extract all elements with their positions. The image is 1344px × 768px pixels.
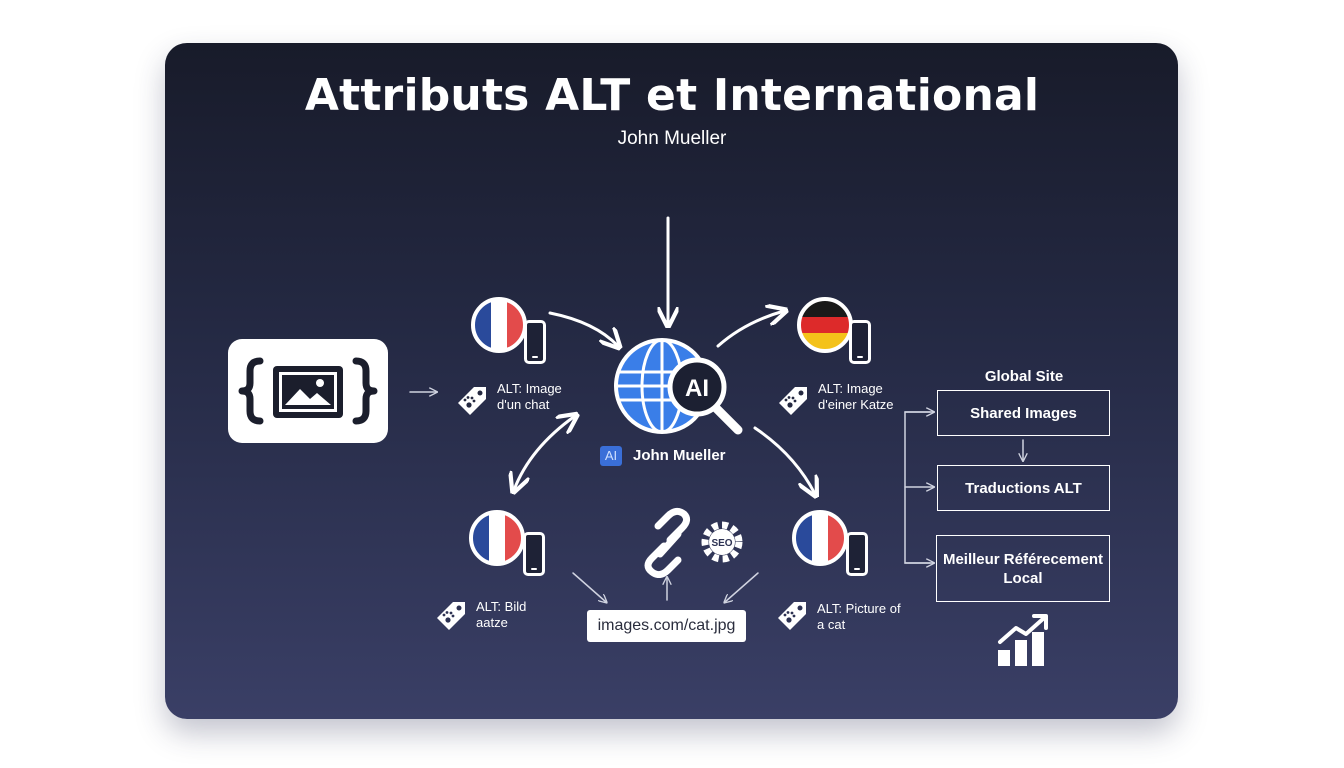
arrow-globe-to-de <box>716 311 784 348</box>
arrow-globe-bottom-left <box>514 416 575 490</box>
alt-text-german-2: ALT: Bild aatze <box>476 599 527 630</box>
ai-badge: AI <box>600 446 622 466</box>
tag-icon <box>437 602 465 630</box>
alt-text-french: ALT: Image d'un chat <box>497 381 562 412</box>
phone-icon <box>849 320 871 364</box>
ai-label: AI <box>685 375 709 402</box>
phone-icon <box>846 532 868 576</box>
arrow-br-to-url <box>725 572 759 602</box>
arrow-globe-bottom-right <box>753 426 815 494</box>
germany-flag-icon <box>797 297 853 353</box>
phone-icon <box>523 532 545 576</box>
link-seo-icon: SEO <box>644 507 743 578</box>
phone-icon <box>524 320 546 364</box>
image-url-box: images.com/cat.jpg <box>587 610 746 642</box>
code-image-card <box>228 339 388 443</box>
arrow-fr-to-globe <box>548 311 618 346</box>
arrow-bl-to-url <box>572 572 606 602</box>
code-image-icon <box>238 357 378 425</box>
growth-chart-icon <box>998 614 1048 666</box>
alt-text-english: ALT: Picture of a cat <box>817 601 901 632</box>
local-seo-box: Meilleur Référecement Local <box>936 535 1110 602</box>
france-flag-icon <box>792 510 848 566</box>
diagram-subtitle: John Mueller <box>617 128 727 149</box>
shared-images-box: Shared Images <box>937 390 1110 436</box>
tag-icon <box>458 387 486 415</box>
tag-icon <box>779 387 807 415</box>
france-flag-icon <box>471 297 527 353</box>
diagram-title: Attributs ALT et International <box>304 70 1040 121</box>
traductions-alt-box: Traductions ALT <box>937 465 1110 511</box>
france-flag-icon <box>469 510 525 566</box>
tag-icon <box>778 602 806 630</box>
alt-text-german: ALT: Image d'einer Katze <box>818 381 894 412</box>
center-author-name: John Mueller <box>633 447 726 464</box>
globe-ai-icon: AI <box>614 338 743 435</box>
global-site-title: Global Site <box>984 368 1064 385</box>
seo-label: SEO <box>711 538 732 549</box>
